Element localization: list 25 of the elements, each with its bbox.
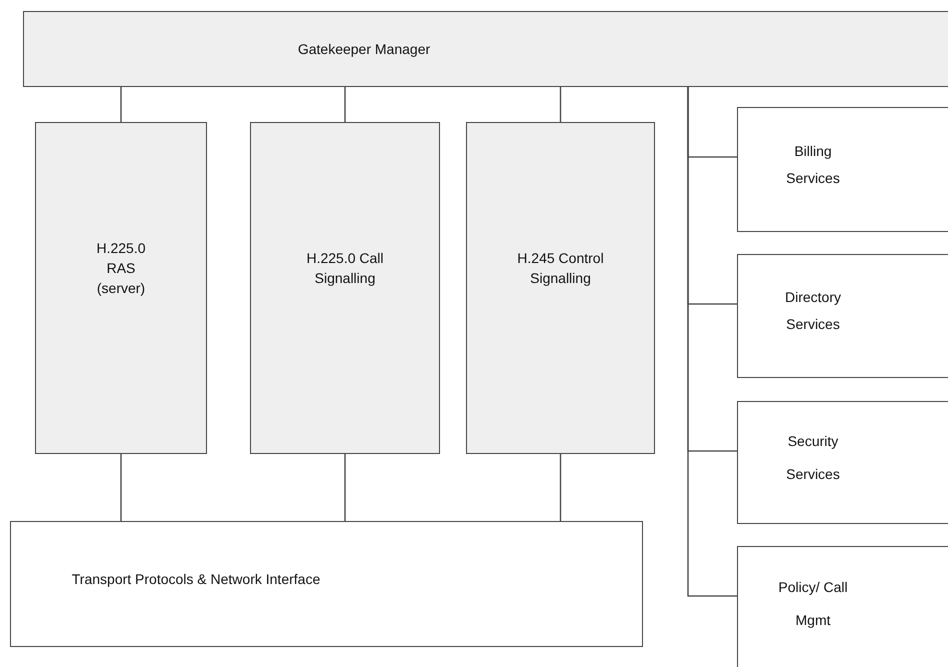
process-box (737, 546, 948, 667)
connector-line (560, 454, 562, 521)
process-box (737, 254, 948, 378)
process-box (250, 122, 440, 454)
connector-line (120, 454, 122, 521)
box-label: Directory Services (784, 288, 842, 334)
process-box (35, 122, 207, 454)
box-label: Policy/ Call Mgmt (777, 578, 849, 630)
process-box (737, 107, 948, 232)
connector-line (344, 87, 346, 122)
process-box (10, 521, 643, 647)
connector-line (344, 454, 346, 521)
process-box (737, 401, 948, 524)
connector-line (687, 87, 737, 597)
box-label: H.245 Control Signalling (516, 248, 605, 288)
box-label: Security Services (785, 432, 841, 484)
box-label: Billing Services (785, 142, 841, 188)
process-box (466, 122, 655, 454)
box-label: Gatekeeper Manager (296, 40, 432, 58)
box-label: H.225.0 Call Signalling (305, 248, 385, 288)
connector-line (120, 87, 122, 122)
box-label: H.225.0 RAS (server) (95, 238, 147, 298)
box-label: Transport Protocols & Network Interface (70, 570, 322, 588)
process-box (23, 11, 948, 87)
connector-line (560, 87, 562, 122)
